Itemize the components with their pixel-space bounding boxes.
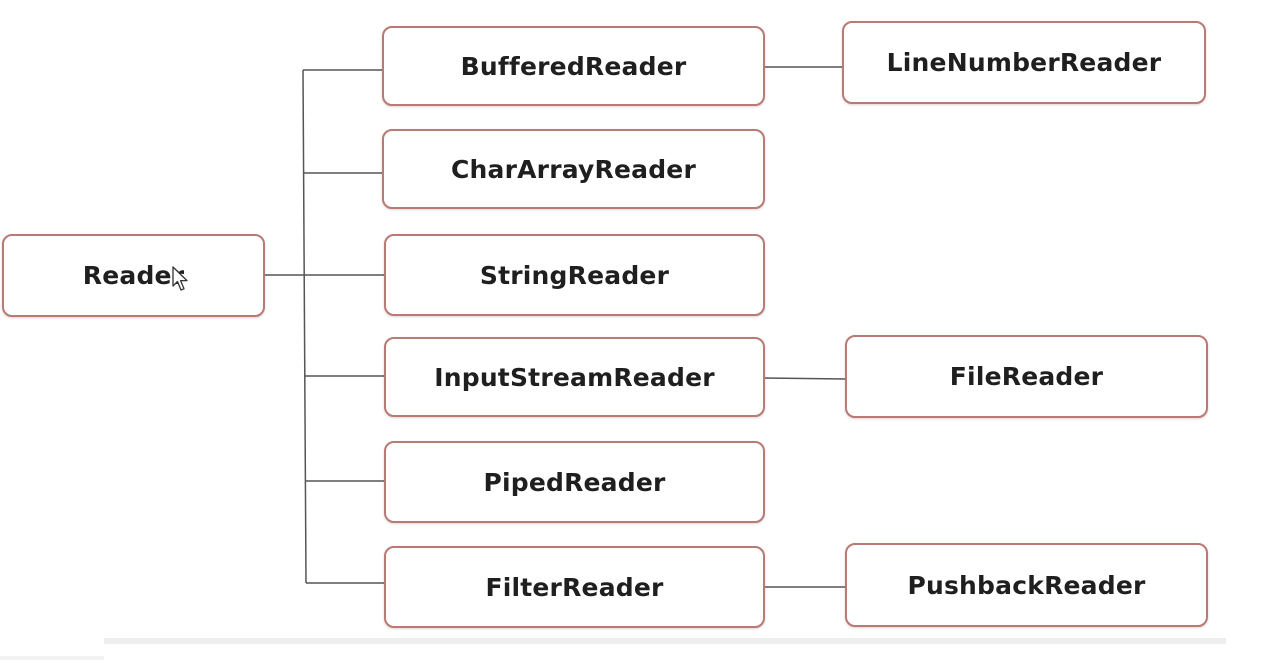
node-pushback-reader-label: PushbackReader: [907, 570, 1146, 600]
node-reader-label: Reader: [82, 261, 185, 290]
node-string-reader: StringReader: [384, 234, 765, 316]
node-pushback-reader: PushbackReader: [845, 543, 1208, 627]
bottom-divider: [104, 638, 1226, 644]
mouse-pointer-icon: [172, 266, 188, 291]
node-line-number-reader: LineNumberReader: [842, 21, 1206, 104]
node-piped-reader: PipedReader: [384, 441, 765, 523]
node-file-reader: FileReader: [845, 335, 1208, 418]
node-reader: Reader: [2, 234, 265, 317]
node-input-stream-reader-label: InputStreamReader: [434, 362, 715, 392]
node-input-stream-reader: InputStreamReader: [384, 337, 765, 417]
node-line-number-reader-label: LineNumberReader: [886, 48, 1162, 77]
node-string-reader-label: StringReader: [479, 260, 670, 290]
connector-inputstream-file: [763, 377, 847, 380]
node-char-array-reader: CharArrayReader: [382, 129, 765, 209]
node-filter-reader-label: FilterReader: [485, 572, 664, 602]
node-filter-reader: FilterReader: [384, 546, 765, 628]
connector-trunk-vertical: [302, 69, 307, 584]
node-buffered-reader: BufferedReader: [382, 26, 765, 106]
bottom-divider-left: [0, 656, 104, 660]
node-buffered-reader-label: BufferedReader: [460, 51, 687, 81]
node-char-array-reader-label: CharArrayReader: [450, 154, 696, 184]
node-piped-reader-label: PipedReader: [483, 467, 666, 497]
node-file-reader-label: FileReader: [949, 362, 1104, 391]
